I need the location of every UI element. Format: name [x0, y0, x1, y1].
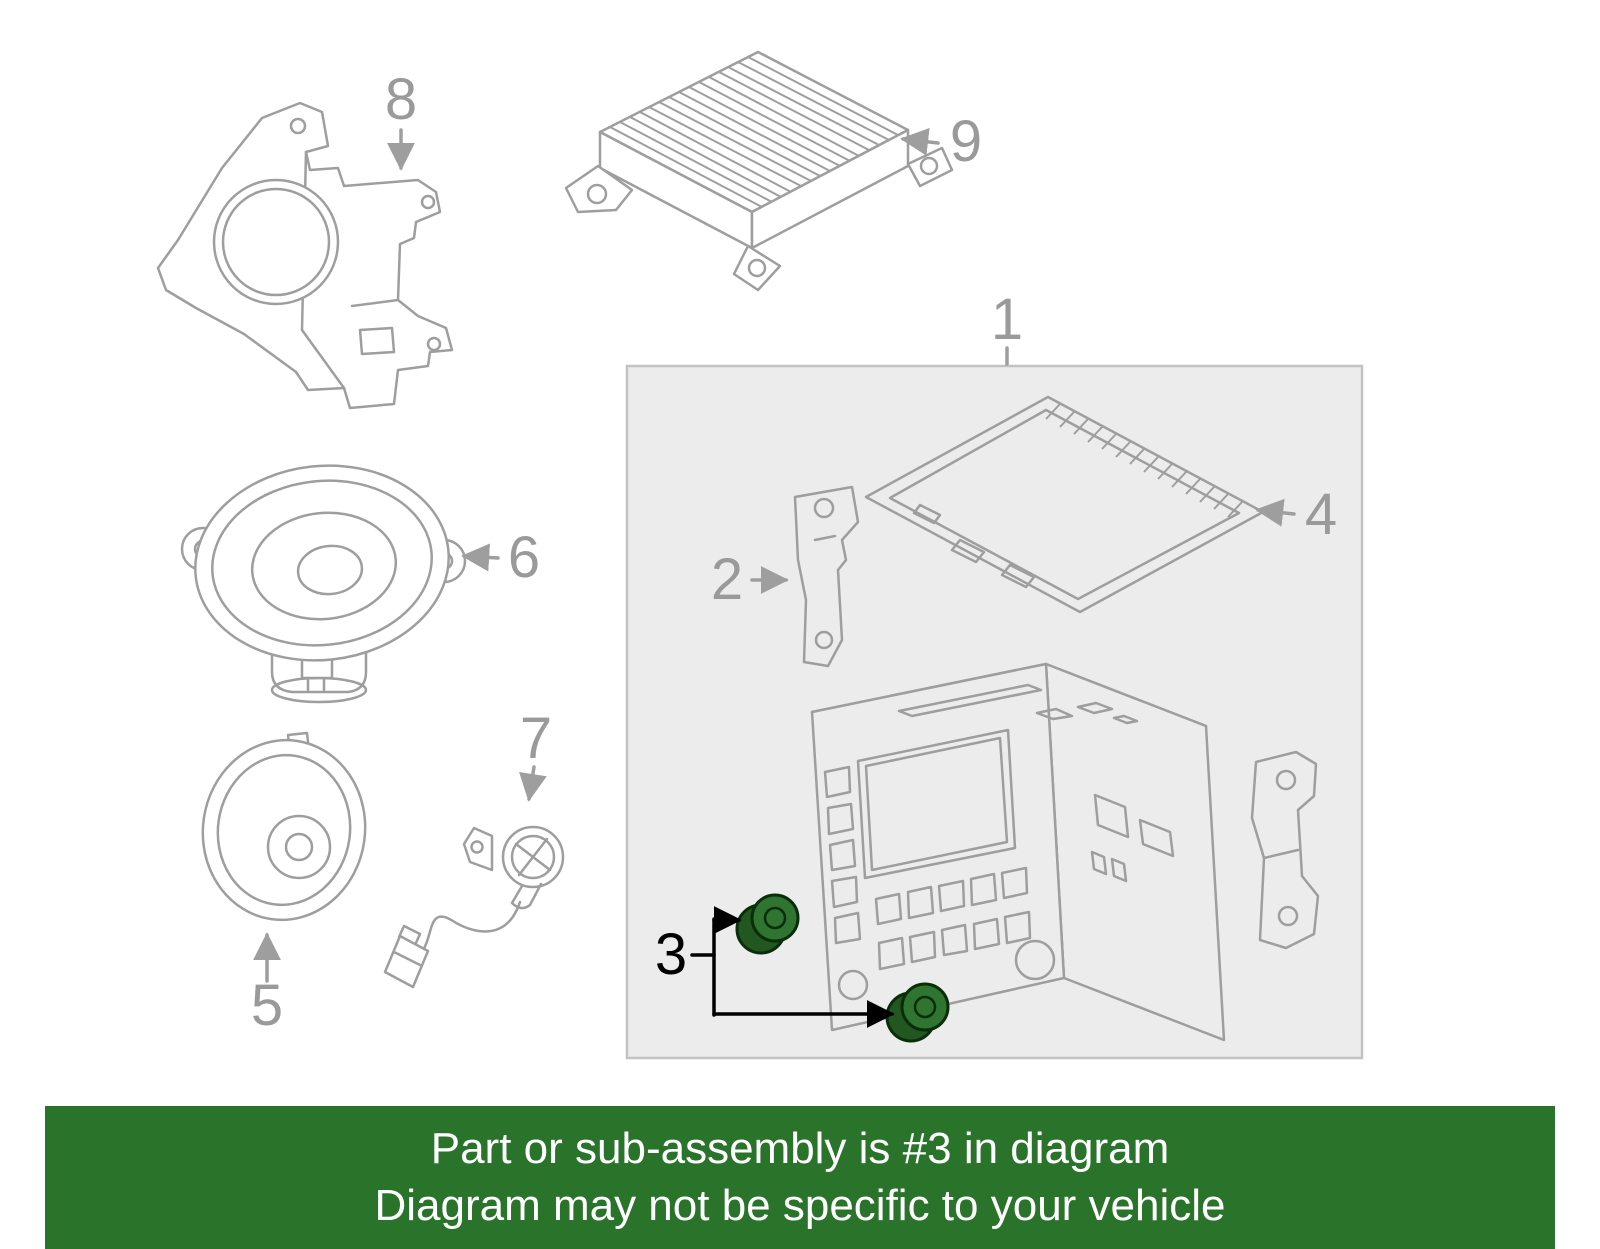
cover-hatch-lines — [1045, 403, 1243, 518]
callout-3-highlighted: 3 — [654, 922, 688, 987]
mounting-bracket-left-drawing — [793, 485, 860, 668]
radio-unit-drawing — [810, 662, 1226, 1042]
callout-4-arrow — [1255, 498, 1296, 527]
callout-6: 6 — [507, 525, 541, 590]
callout-6-arrow — [461, 543, 500, 572]
tweeter-drawing — [383, 825, 565, 989]
callout-5: 5 — [250, 973, 284, 1038]
amplifier-drawing — [564, 50, 954, 292]
banner-line-2: Diagram may not be specific to your vehi… — [374, 1180, 1226, 1230]
disc-slot — [897, 683, 1043, 718]
banner-line-1: Part or sub-assembly is #3 in diagram — [430, 1124, 1170, 1174]
callout-arrows — [253, 127, 1296, 983]
callout-7: 7 — [519, 706, 553, 771]
callout-3-leader — [690, 906, 895, 1028]
door-speaker-drawing — [180, 464, 467, 704]
mounting-bracket-right-drawing — [1250, 750, 1320, 950]
radio-front-knob-left — [837, 969, 869, 1001]
radio-front-knob-right — [1014, 939, 1056, 981]
radio-cover-drawing — [864, 395, 1265, 614]
callout-9-arrow — [900, 127, 940, 156]
callout-7-arrow — [519, 765, 547, 802]
callout-1: 1 — [990, 287, 1024, 352]
speaker-bracket-drawing — [156, 101, 454, 410]
highlighted-knob-1 — [735, 893, 800, 955]
diagram-note-banner: Part or sub-assembly is #3 in diagram Di… — [45, 1106, 1555, 1249]
speaker-ring-drawing — [201, 731, 367, 922]
callout-9: 9 — [949, 109, 983, 174]
callout-4: 4 — [1304, 482, 1338, 547]
radio-display — [856, 728, 1017, 880]
callout-2: 2 — [710, 547, 744, 612]
callout-8: 8 — [384, 67, 418, 132]
highlighted-knob-2 — [885, 982, 950, 1043]
amplifier-fins — [609, 56, 899, 208]
